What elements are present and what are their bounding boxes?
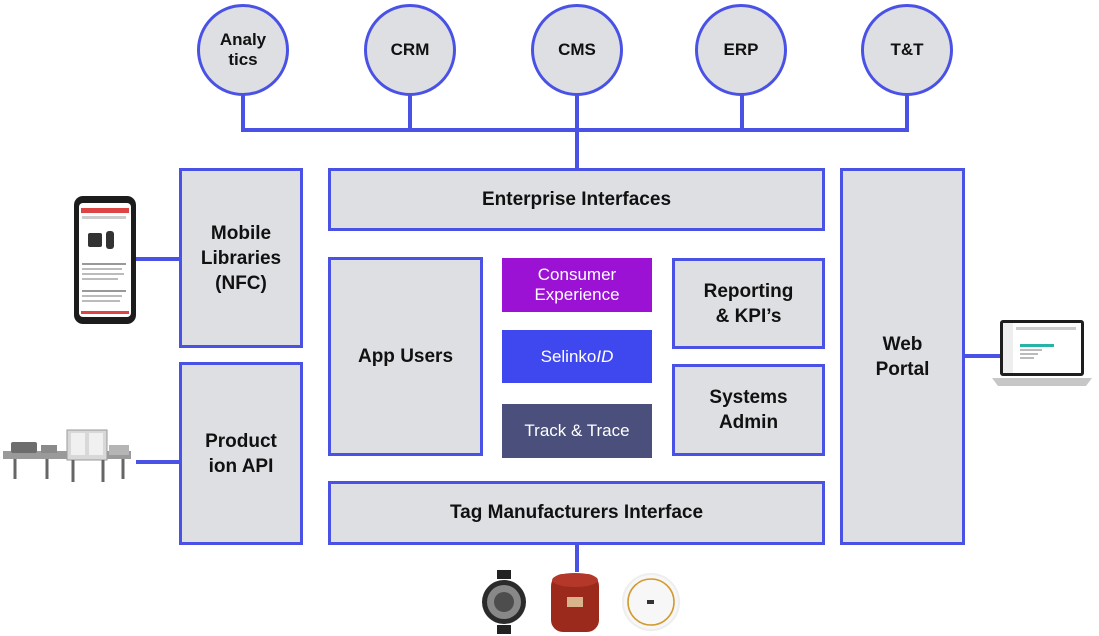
- portal-connector: [963, 354, 1001, 358]
- consumer-experience-module: Consumer Experience: [502, 258, 652, 312]
- analytics-service: Analy tics: [197, 4, 289, 96]
- nfc-tags-image: [482, 570, 680, 634]
- service-drop-tt: [905, 90, 909, 130]
- enterprise-connector: [575, 130, 579, 170]
- crm-service: CRM: [364, 4, 456, 96]
- selinko-id-suffix: ID: [596, 346, 614, 366]
- production-connector: [136, 460, 181, 464]
- app-users-block: App Users: [328, 257, 483, 456]
- production-api-block: Product ion API: [179, 362, 303, 545]
- track-trace-module: Track & Trace: [502, 404, 652, 458]
- tag-manufacturers-interface-block: Tag Manufacturers Interface: [328, 481, 825, 545]
- reporting-kpis-block: Reporting & KPI’s: [672, 258, 825, 349]
- laptop-image: [992, 320, 1092, 386]
- web-portal-block: Web Portal: [840, 168, 965, 545]
- cms-service: CMS: [531, 4, 623, 96]
- tag-connector: [575, 544, 579, 572]
- production-machine-image: [3, 429, 131, 482]
- mobile-libraries-block: Mobile Libraries (NFC): [179, 168, 303, 348]
- erp-service: ERP: [695, 4, 787, 96]
- smartphone-image: [74, 196, 136, 324]
- enterprise-interfaces-block: Enterprise Interfaces: [328, 168, 825, 231]
- service-drop-cms: [575, 90, 579, 130]
- service-drop-crm: [408, 90, 412, 130]
- service-drop-analytics: [241, 90, 245, 130]
- tt-service: T&T: [861, 4, 953, 96]
- service-drop-erp: [740, 90, 744, 130]
- systems-admin-block: Systems Admin: [672, 364, 825, 456]
- mobile-connector: [135, 257, 181, 261]
- selinko-id-prefix: Selinko: [540, 346, 597, 366]
